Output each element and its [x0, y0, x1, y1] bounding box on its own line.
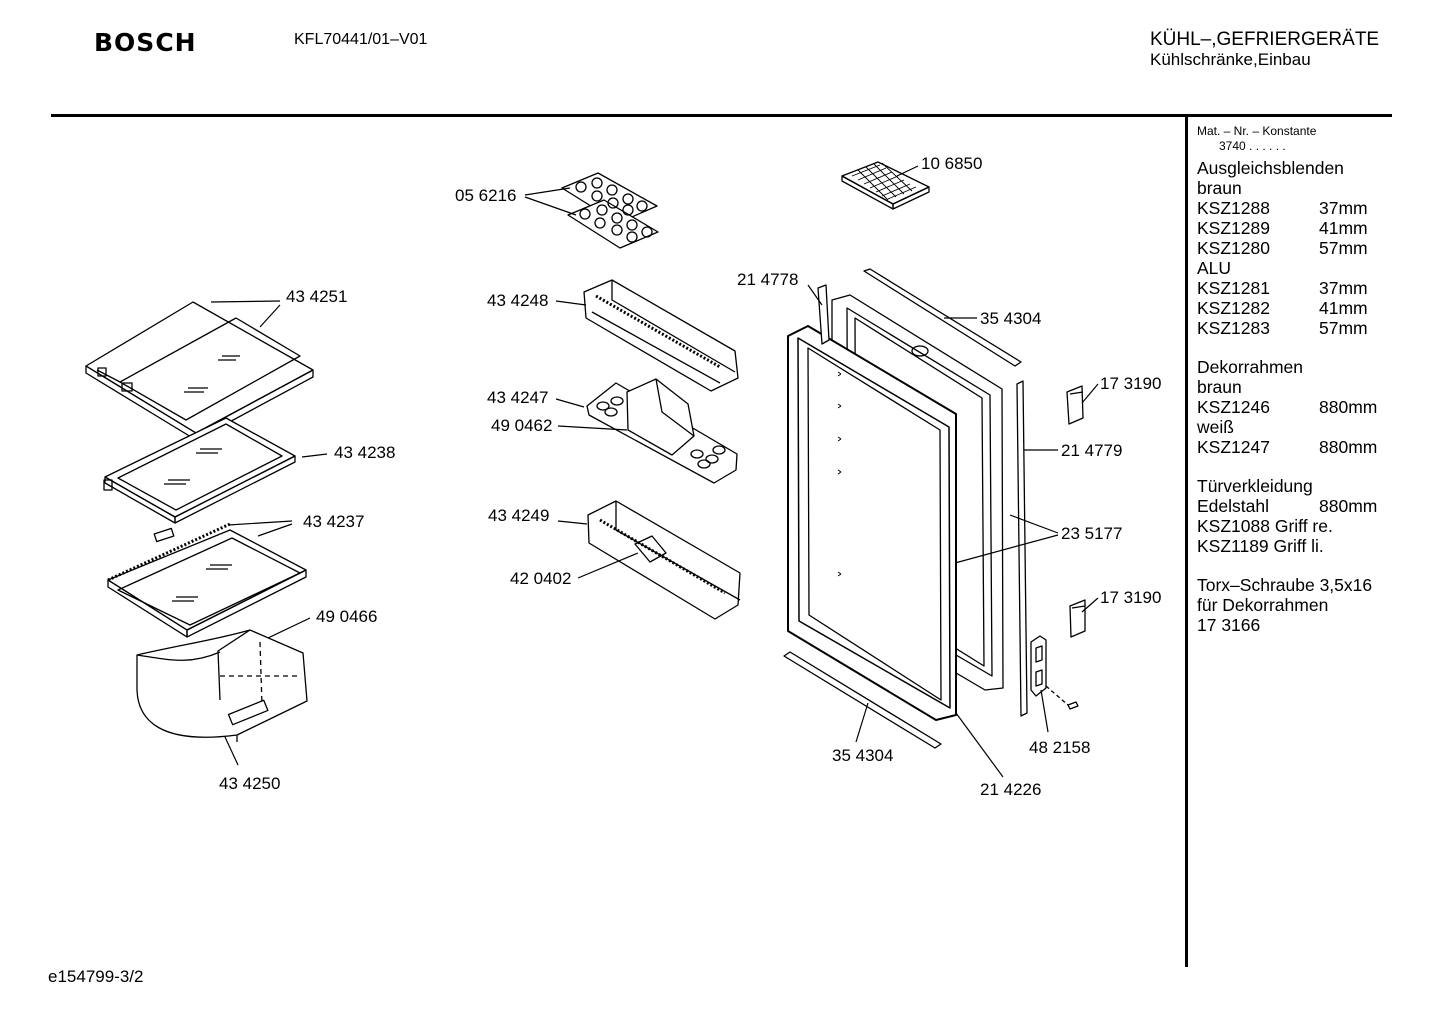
group-subtitle: braun: [1197, 178, 1242, 198]
accessory-code: KSZ1246: [1197, 397, 1270, 417]
part-label: 35 4304: [980, 309, 1041, 328]
category-title: KÜHL–,GEFRIERGERÄTE: [1150, 29, 1380, 50]
accessory-code: Edelstahl: [1197, 496, 1269, 516]
accessory-size: 41mm: [1319, 298, 1368, 318]
brand-logo: BOSCH: [94, 28, 197, 57]
exploded-parts-diagram: 43 4251 43 4238 43 4237 49 0466 43 4250 …: [85, 154, 1161, 799]
crisper-drawer: [136, 629, 308, 742]
part-label: 43 4248: [487, 291, 548, 310]
door-rack-top: [583, 279, 739, 392]
hinge-rail-left: [817, 284, 830, 345]
accessory-row: KSZ1281 37mm: [1197, 278, 1387, 298]
group-title: Dekorrahmen: [1197, 357, 1304, 377]
accessory-row: KSZ1246 880mm: [1197, 397, 1387, 417]
accessory-line: KSZ1189 Griff li.: [1197, 536, 1324, 556]
part-label: 43 4249: [488, 506, 549, 525]
accessory-size: 37mm: [1319, 198, 1368, 218]
part-label: 42 0402: [510, 569, 571, 588]
accessory-row: KSZ1288 37mm: [1197, 198, 1387, 218]
accessory-line: 17 3166: [1197, 615, 1261, 635]
bottom-rail: [783, 651, 942, 749]
accessory-size: 57mm: [1319, 238, 1368, 258]
accessory-code: KSZ1281: [1197, 278, 1270, 298]
accessory-line: für Dekorrahmen: [1197, 595, 1329, 615]
part-label: 35 4304: [832, 746, 893, 765]
accessory-row: KSZ1289 41mm: [1197, 218, 1387, 238]
accessory-size: 41mm: [1319, 218, 1368, 238]
leader-lines: [210, 165, 1099, 778]
part-label: 21 4779: [1061, 441, 1122, 460]
part-label: 17 3190: [1100, 374, 1161, 393]
accessory-row: KSZ1280 57mm: [1197, 238, 1387, 258]
hinge-cover-bottom: [1069, 599, 1086, 638]
accessory-line: KSZ1088 Griff re.: [1197, 516, 1333, 536]
accessory-code: KSZ1283: [1197, 318, 1270, 338]
part-label: 43 4251: [286, 287, 347, 306]
mat-value: 3740 . . . . . .: [1219, 139, 1286, 153]
accessory-row: KSZ1247 880mm: [1197, 437, 1387, 457]
accessory-code: KSZ1282: [1197, 298, 1270, 318]
side-rail: [1016, 380, 1028, 717]
part-label: 43 4238: [334, 443, 395, 462]
accessory-size: 57mm: [1319, 318, 1368, 338]
model-number: KFL70441/01–V01: [294, 31, 428, 48]
door-rack-bottom: [587, 500, 741, 620]
top-rail: [863, 268, 1022, 367]
accessory-size: 880mm: [1319, 437, 1378, 457]
accessory-row: KSZ1283 57mm: [1197, 318, 1387, 338]
part-label: 43 4247: [487, 388, 548, 407]
part-label: 49 0462: [491, 416, 552, 435]
accessory-size: 37mm: [1319, 278, 1368, 298]
accessory-code: KSZ1247: [1197, 437, 1270, 457]
door-handle-bracket: [1030, 635, 1079, 710]
mat-header: Mat. – Nr. – Konstante: [1197, 124, 1317, 138]
part-label: 17 3190: [1100, 588, 1161, 607]
document-code: e154799-3/2: [48, 967, 144, 986]
hinge-cover-top: [1066, 385, 1084, 425]
glass-shelf-lower: [107, 522, 307, 638]
part-label: 21 4778: [737, 270, 798, 289]
group-title: Ausgleichsblenden: [1197, 158, 1344, 178]
group-subtitle: weiß: [1197, 417, 1234, 437]
group-title: Türverkleidung: [1197, 476, 1313, 496]
accessory-row: KSZ1282 41mm: [1197, 298, 1387, 318]
glass-shelf-middle: [103, 417, 296, 524]
part-label: 21 4226: [980, 780, 1041, 799]
part-label: 49 0466: [316, 607, 377, 626]
group-subtitle: braun: [1197, 377, 1242, 397]
accessory-code: KSZ1280: [1197, 238, 1270, 258]
part-label: 05 6216: [455, 186, 516, 205]
egg-tray-pair: [561, 172, 659, 249]
door-rack-egg: [586, 378, 738, 484]
accessory-line: Torx–Schraube 3,5x16: [1197, 575, 1373, 595]
part-label: 43 4237: [303, 512, 364, 531]
door-gasket: [787, 325, 957, 721]
accessory-size: 880mm: [1319, 397, 1378, 417]
accessory-row: Edelstahl 880mm: [1197, 496, 1387, 516]
accessory-sidebar: Mat. – Nr. – Konstante 3740 . . . . . . …: [1197, 124, 1387, 635]
accessory-size: 880mm: [1319, 496, 1378, 516]
ice-tray: [841, 161, 930, 210]
part-label: 23 5177: [1061, 524, 1122, 543]
header-divider: [51, 114, 1392, 117]
group-subtitle: ALU: [1197, 258, 1232, 278]
part-label: 43 4250: [219, 774, 280, 793]
part-label: 10 6850: [921, 154, 982, 173]
accessory-code: KSZ1288: [1197, 198, 1270, 218]
accessory-code: KSZ1289: [1197, 218, 1270, 238]
sidebar-divider: [1185, 117, 1188, 967]
category-subtitle: Kühlschränke,Einbau: [1150, 50, 1311, 69]
part-label: 48 2158: [1029, 738, 1090, 757]
glass-shelf-top: [85, 301, 314, 441]
